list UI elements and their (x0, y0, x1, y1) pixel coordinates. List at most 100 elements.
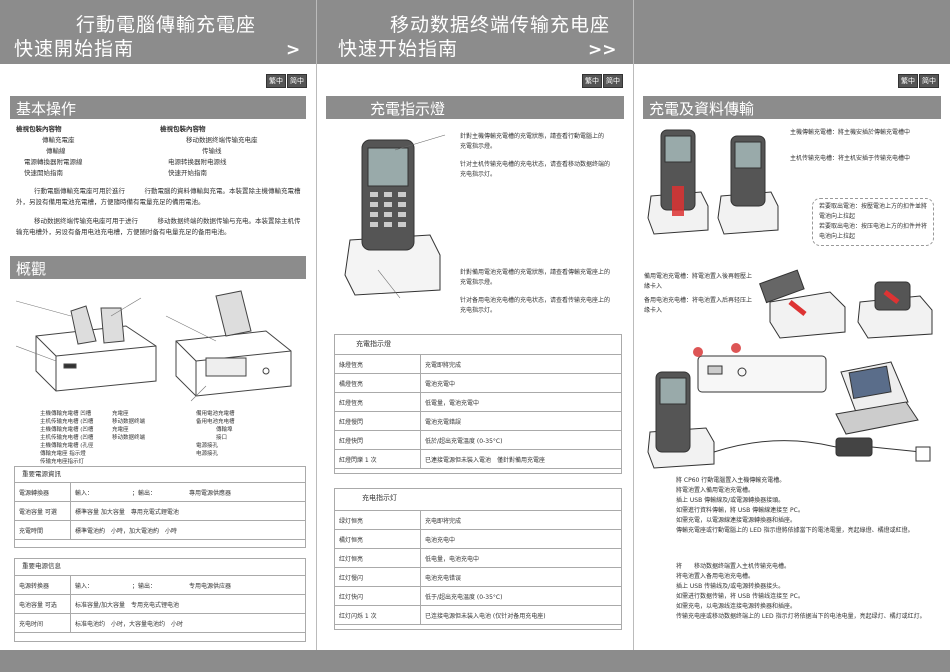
table-cell: 红灯慢闪 (334, 567, 421, 587)
overview-label: 接口 (216, 435, 228, 441)
callout-marker (693, 347, 703, 357)
package-item: 快速開始指南 (24, 169, 63, 177)
step-item: 传输充电座或移动数据终端上的 LED 指示灯将依据当下的电池电量，亮起绿灯、橘灯… (676, 613, 926, 620)
step-item: 将电池置入备用电池充电槽。 (676, 573, 755, 580)
table-cell: 电池充电错误 (420, 567, 622, 587)
step-item: 將電池置入備用電池充電槽。 (676, 487, 755, 494)
section-indicator: 充電指示燈 (326, 96, 624, 119)
table-row: 充電時間標準電池約 小時，加大電池約 小時 (14, 520, 306, 540)
step-item: 如需进行数据传输，将 USB 传输线连接至 PC。 (676, 593, 804, 600)
indicator-table-simp: 绿灯恒亮充电即将完成 橘灯恒亮电池充电中 红灯恒亮低电量，电池充电中 红灯慢闪电… (334, 510, 622, 625)
table-cell: 電源轉換器 (14, 482, 71, 502)
table-cell: 红灯恒亮 (334, 548, 421, 568)
overview-label: 主機傳輸充電槽 (凹槽 (40, 427, 94, 433)
overview-label: 主机传输充电槽 (凹槽 (40, 435, 94, 441)
overview-label: 移动数据终端 (112, 435, 146, 441)
table-cell: 紅燈恆亮 (334, 392, 421, 412)
table-cell: 充电即将完成 (420, 510, 622, 530)
title-trad-line1: 行動電腦傳輸充電座 (76, 14, 257, 36)
package-item: 电源转换器附电源线 (168, 158, 227, 166)
step-item: 如需充电，以电源线连接电源转换器和插座。 (676, 603, 797, 610)
overview-labels-mid: 充電座 移动数据终端 充電座 移动数据终端 (112, 410, 172, 442)
table-row: 绿灯恒亮充电即将完成 (334, 510, 622, 530)
package-item: 快速开始指南 (168, 169, 207, 177)
table-cell: 绿灯恒亮 (334, 510, 421, 530)
title-simp-line1: 移动数据终端传输充电座 (390, 14, 611, 36)
badge-simp[interactable]: 简中 (919, 74, 939, 88)
section-overview: 概觀 (10, 256, 306, 279)
table-row: 紅燈恆亮低電量，電池充電中 (334, 392, 622, 412)
overview-label: 充電座 (112, 427, 129, 433)
table-row: 電源轉換器輸入： ；輸出： 專用電源供應器 (14, 482, 306, 502)
intro-paragraph-simp: 移动数据终端传输充电座可用于进行 移动数据终端的数据传输与充电。本装置除主机传输… (16, 217, 301, 236)
table-cell: 低電量，電池充電中 (420, 392, 622, 412)
remove-battery-callout: 若要取出電池：按壓電池上方的扣件並將電池向上拉起 若要取出电池：按压电池上方的扣… (812, 198, 934, 246)
indicator-note2-simp: 针对备用电池充电槽的充电状态，请查看传输充电座上的 充电指示灯。 (460, 297, 623, 314)
power-info-caption: 重要電源資訊 (22, 470, 61, 478)
table-row: 红灯恒亮低电量，电池充电中 (334, 548, 622, 568)
callout-marker (731, 343, 741, 353)
overview-labels-right: 備用電池充電槽 备用电池充电槽 傳輸埠 接口 電源接孔 电源接孔 (196, 410, 266, 458)
step-item: 傳輸充電座或行動電腦上的 LED 指示燈將依據當下的電池電量，亮起綠燈、橘燈或紅… (676, 527, 914, 534)
indicator-note1-trad: 針對主機傳輸充電槽的充電狀態，請查看行動電腦上的 充電指示燈。 (460, 133, 617, 150)
table-cell: 標準電池約 小時，加大電池約 小時 (70, 520, 306, 540)
language-badges: 繁中简中 (898, 74, 939, 88)
table-cell: 紅燈快閃 (334, 430, 421, 450)
package-item: 移动数据终端传输充电座 (186, 136, 258, 144)
overview-label: 充電座 (112, 411, 129, 417)
step-item: 将 移动数据终端置入主机传输充电槽。 (676, 563, 791, 570)
table-cell: 充電時間 (14, 520, 71, 540)
table-cell: 電池充電錯誤 (420, 411, 622, 431)
power-table-trad: 電源轉換器輸入： ；輸出： 專用電源供應器 電池容量 可選標準容量 加大容量 專… (14, 482, 306, 540)
badge-trad[interactable]: 繁中 (898, 74, 918, 88)
step-item: 如需進行資料傳輸，將 USB 傳輸線連接至 PC。 (676, 507, 804, 514)
badge-trad[interactable]: 繁中 (582, 74, 602, 88)
table-cell: 橘燈恆亮 (334, 373, 421, 393)
section-charging: 充電及資料傳輸 (643, 96, 941, 119)
indicator-note1-simp: 针对主机传输充电槽的充电状态，请查看移动数据终端的 充电指示灯。 (460, 161, 623, 178)
package-item: 传输线 (202, 147, 222, 155)
title-trad-line2: 快速開始指南 (14, 38, 135, 60)
cradle-back-drawing (175, 290, 292, 397)
spare-slot-simp: 备用电池充电槽：将电池置入后再轻压上缘卡入 (644, 297, 753, 314)
table-cell: 低于/超出充电温度 (0-35°C) (420, 586, 622, 606)
indicator-note2-trad: 針對備用電池充電槽的充電狀態，請查看傳輸充電座上的 充電指示燈。 (460, 269, 623, 286)
host-slot-simp: 主机传输充电槽：将主机安插于传输充电槽中 (790, 155, 911, 162)
overview-label: 傳輸充電座 指示燈 (40, 451, 86, 457)
language-badges: 繁中简中 (582, 74, 623, 88)
table-row: 紅燈慢閃電池充電錯誤 (334, 411, 622, 431)
overview-label: 備用電池充電槽 (196, 411, 235, 417)
table-cell: 標準容量 加大容量 專用充電式鋰電池 (70, 501, 306, 521)
cradle-front-drawing (35, 305, 157, 392)
next-arrow-trad[interactable]: > (286, 40, 301, 60)
badge-trad[interactable]: 繁中 (266, 74, 286, 88)
table-cell: 标准电池约 小时，大容量电池约 小时 (70, 613, 306, 633)
table-cell: 已連接電源但未裝入電池 僅針對備用充電座 (420, 449, 622, 469)
table-row: 电源转换器输入： ；输出： 专用电源供应器 (14, 575, 306, 595)
table-row: 電池容量 可選標準容量 加大容量 專用充電式鋰電池 (14, 501, 306, 521)
overview-labels-left: 主機傳輸充電槽 凹槽 主机传输充电槽 (凹槽 主機傳輸充電槽 (凹槽 主机传输充… (40, 410, 110, 466)
table-cell: 電池容量 可選 (14, 501, 71, 521)
badge-simp[interactable]: 简中 (603, 74, 623, 88)
next-arrow-simp[interactable]: >> (588, 40, 617, 60)
table-cell: 低电量，电池充电中 (420, 548, 622, 568)
overview-label: 主機傳輸充電槽 (孔徑 (40, 443, 94, 449)
indicator-table-title: 充電指示燈 (356, 340, 391, 348)
callout-text: 若要取出电池：按压电池上方的扣件并将电池向上拉起 (819, 223, 928, 240)
column-divider (316, 0, 317, 672)
table-cell: 电源转换器 (14, 575, 71, 595)
power-table-simp: 电源转换器输入： ；输出： 专用电源供应器 电池容量 可选标准容量/加大容量 专… (14, 575, 306, 633)
overview-label: 傳輸埠 (216, 427, 233, 433)
spare-slot-trad: 備用電池充電槽：將電池置入後再輕壓上緣卡入 (644, 273, 753, 290)
spare-battery-illustration (759, 269, 933, 339)
table-cell: 輸入： ；輸出： 專用電源供應器 (70, 482, 306, 502)
callout-text: 若要取出電池：按壓電池上方的扣件並將電池向上拉起 (819, 203, 928, 220)
package-item: 電源轉換器附電源線 (24, 158, 83, 166)
package-heading: 檢視包裝內容物 (16, 125, 62, 133)
host-slot-trad: 主機傳輸充電槽：將主機安插於傳輸充電槽中 (790, 129, 911, 136)
table-cell: 已连接电源但未装入电池 (仅针对备用充电座) (420, 605, 622, 625)
table-row: 红灯闪烁 1 次已连接电源但未装入电池 (仅针对备用充电座) (334, 605, 622, 625)
package-item: 傳輸充電座 (42, 136, 75, 144)
badge-simp[interactable]: 简中 (287, 74, 307, 88)
